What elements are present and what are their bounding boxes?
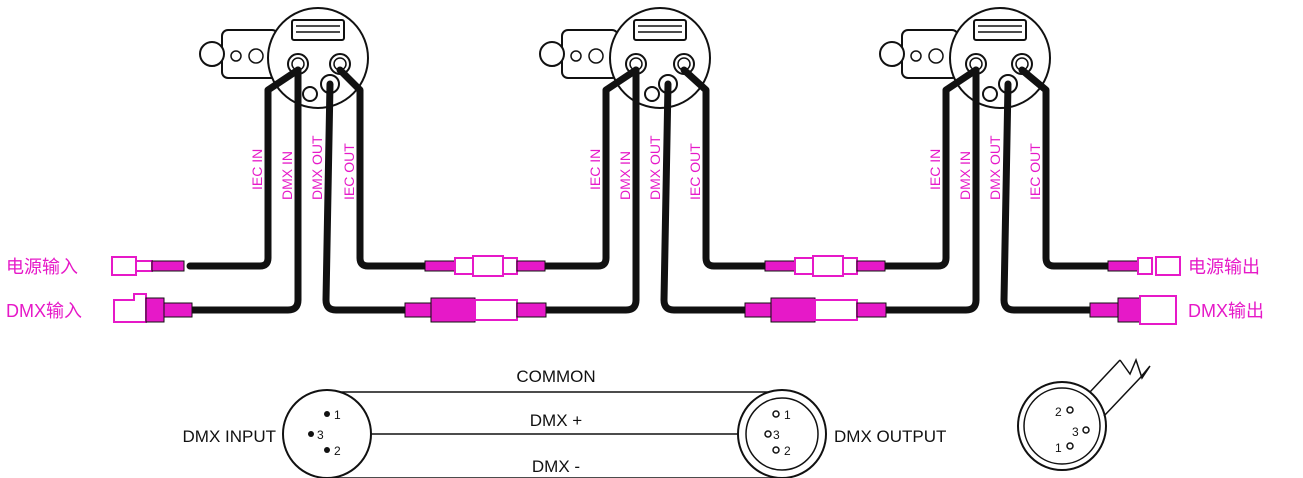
power-out-label: 电源输出 [1188,257,1260,277]
label-dmx-in-2: DMX IN [617,151,633,200]
xlr-pin-2: 2 [1055,405,1062,419]
out-pin-1: 1 [784,408,791,422]
power-in-label: 电源输入 [6,257,78,277]
input-connector [282,389,372,478]
dmx-plus-label: DMX + [530,411,583,430]
label-iec-out-1: IEC OUT [341,143,357,200]
cable-labels: IEC IN DMX IN DMX OUT IEC OUT IEC IN DMX… [249,135,1043,200]
label-iec-in-3: IEC IN [927,149,943,190]
in-pin-1: 1 [334,408,341,422]
power-connectors [111,255,1181,277]
label-iec-in-1: IEC IN [249,149,265,190]
dmx-wiring-schematic: 1 3 2 1 3 2 COMMON DMX + DMX - DMX INPUT… [183,367,946,478]
label-dmx-in-3: DMX IN [957,151,973,200]
fixture-2 [539,7,711,109]
in-pin-2: 2 [334,444,341,458]
label-dmx-in-1: DMX IN [279,151,295,200]
xlr-pin-3: 3 [1072,425,1079,439]
output-connector [737,389,827,478]
fixture-3 [879,7,1051,109]
xlr-pinout: 2 3 1 [1017,357,1151,471]
dmx-connectors [113,293,1177,325]
in-pin-3: 3 [317,428,324,442]
xlr-pin-1: 1 [1055,441,1062,455]
dmx-minus-label: DMX - [532,457,580,476]
dmx-input-label: DMX INPUT [183,427,277,446]
cables [186,66,1112,314]
label-dmx-out-3: DMX OUT [987,135,1003,200]
out-pin-3: 3 [773,428,780,442]
label-dmx-out-2: DMX OUT [647,135,663,200]
dmx-in-label: DMX输入 [6,301,82,321]
label-iec-out-2: IEC OUT [687,143,703,200]
fixture-1 [199,7,369,109]
dmx-out-label: DMX输出 [1188,301,1264,321]
label-iec-in-2: IEC IN [587,149,603,190]
label-iec-out-3: IEC OUT [1027,143,1043,200]
label-dmx-out-1: DMX OUT [309,135,325,200]
common-label: COMMON [516,367,595,386]
out-pin-2: 2 [784,444,791,458]
dmx-output-label: DMX OUTPUT [834,427,946,446]
